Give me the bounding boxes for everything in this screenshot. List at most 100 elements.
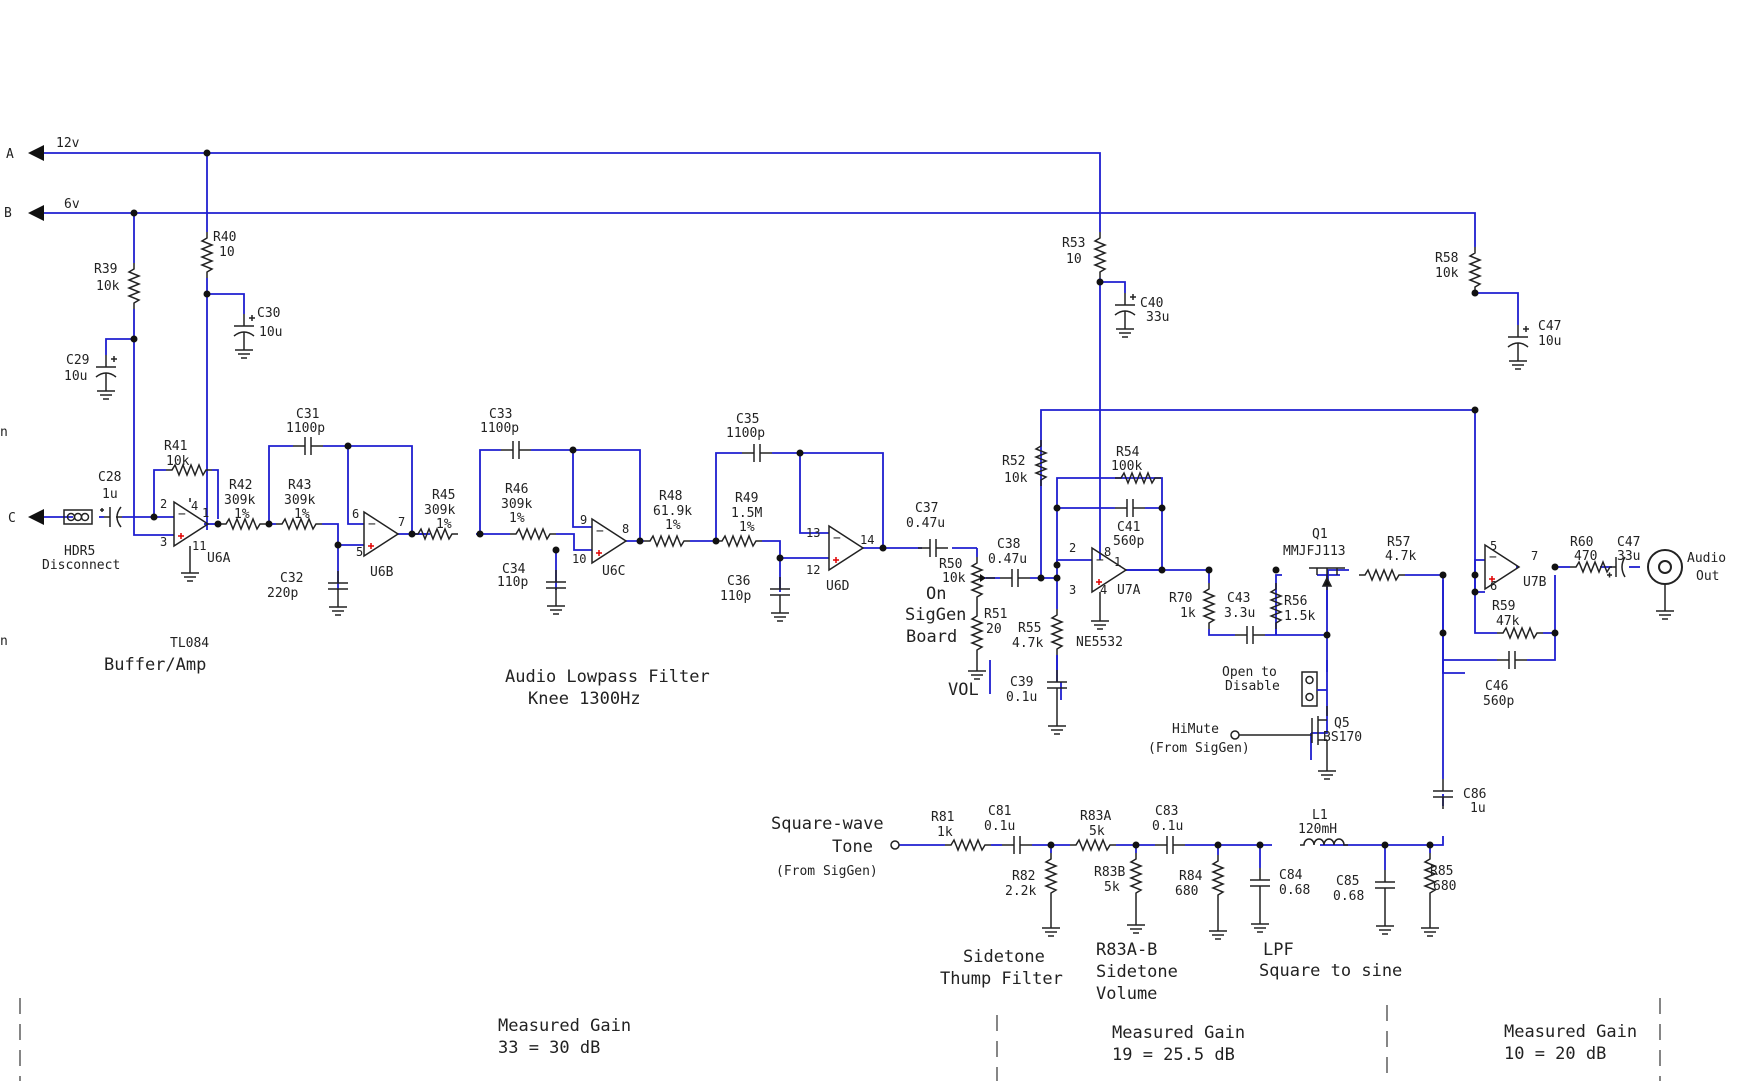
c34-value: 110p xyxy=(497,575,528,590)
sidetone-label: Sidetone xyxy=(963,947,1045,967)
u7a-pin-4: 4 xyxy=(1100,583,1107,597)
q1-jfet xyxy=(1309,567,1345,590)
c47a-symbol xyxy=(1507,324,1530,356)
u7a-label: U7A xyxy=(1117,583,1141,598)
c30-symbol xyxy=(233,313,256,345)
gnd-r82 xyxy=(1041,921,1061,937)
wires xyxy=(42,152,1640,870)
r42-value: 309k xyxy=(224,493,255,508)
gnd-c29 xyxy=(96,384,116,400)
hdr5-note: Disconnect xyxy=(42,558,120,573)
r54-value: 100k xyxy=(1111,459,1142,474)
u6b-pin-5: 5 xyxy=(356,545,363,559)
c81-value: 0.1u xyxy=(984,819,1015,834)
gain-3-title: Measured Gain xyxy=(1504,1022,1637,1042)
himute-src: (From SigGen) xyxy=(1148,741,1250,756)
u6b-pin-6: 6 xyxy=(352,507,359,521)
rail-b-arrow xyxy=(28,205,44,221)
r84-symbol xyxy=(1212,854,1224,902)
rail-a-arrow xyxy=(28,145,44,161)
c30-ref: C30 xyxy=(257,306,280,321)
gnd-c84 xyxy=(1250,917,1270,933)
siggen-label: SigGen xyxy=(905,605,966,625)
c41-value: 560p xyxy=(1113,534,1144,549)
r49-tol: 1% xyxy=(739,520,755,535)
r43-ref: R43 xyxy=(288,478,311,493)
annotation-labels: HDR5 Disconnect On SigGen Board VOL Open… xyxy=(42,544,1726,879)
r56-ref: R56 xyxy=(1284,594,1307,609)
c39-ref: C39 xyxy=(1010,675,1033,690)
pin-frag-2: n xyxy=(0,634,8,649)
gnd-c32 xyxy=(328,600,348,616)
r42-ref: R42 xyxy=(229,478,252,493)
gain-1-title: Measured Gain xyxy=(498,1016,631,1036)
c81-ref: C81 xyxy=(988,804,1011,819)
u6d-symbol xyxy=(828,525,864,571)
audio-label: Audio xyxy=(1687,551,1726,566)
u7b-label: U7B xyxy=(1523,575,1547,590)
c43-value: 3.3u xyxy=(1224,606,1255,621)
c39-value: 0.1u xyxy=(1006,690,1037,705)
pin-frag-1: n xyxy=(0,425,8,440)
u6a-pin-2: 2 xyxy=(160,497,167,511)
c39-symbol xyxy=(1046,669,1068,701)
audio-out-jack xyxy=(1647,549,1683,605)
c37-symbol xyxy=(917,538,949,558)
c31-ref: C31 xyxy=(296,407,319,422)
c38-symbol xyxy=(999,568,1031,588)
sq-wave-label: Square-wave xyxy=(771,814,884,834)
r39-symbol xyxy=(128,262,140,310)
gnd-u6a xyxy=(180,566,200,582)
c35-value: 1100p xyxy=(726,426,765,441)
u7a-pin-8: 8 xyxy=(1104,545,1111,559)
c46-symbol xyxy=(1496,650,1528,670)
disable-label: Disable xyxy=(1225,679,1280,694)
u6a-pin-4: 4 xyxy=(191,499,198,513)
r81-symbol xyxy=(944,839,992,851)
c84-ref: C84 xyxy=(1279,868,1303,883)
r46-value: 309k xyxy=(501,497,532,512)
c36-value: 110p xyxy=(720,589,751,604)
c31-symbol xyxy=(292,436,324,456)
r42-tol: 1% xyxy=(234,507,250,522)
r60-value: 470 xyxy=(1574,549,1597,564)
rail-b-pin: B xyxy=(4,206,12,221)
c41-ref: C41 xyxy=(1117,520,1140,535)
u6b-pin-7: 7 xyxy=(398,515,405,529)
u7b-pin-6: 6 xyxy=(1490,579,1497,593)
r45-value: 309k xyxy=(424,503,455,518)
r53-value: 10 xyxy=(1066,252,1082,267)
gain-3-value: 10 = 20 dB xyxy=(1504,1044,1606,1064)
c35-symbol xyxy=(741,443,773,463)
c40-ref: C40 xyxy=(1140,296,1163,311)
lpf-label: LPF xyxy=(1263,940,1294,960)
component-symbols xyxy=(28,145,1683,940)
disable-jumper xyxy=(1301,671,1318,707)
c30-value: 10u xyxy=(259,325,282,340)
filter-title: Audio Lowpass Filter xyxy=(505,667,710,687)
c84-value: 0.68 xyxy=(1279,883,1310,898)
tone-terminal xyxy=(890,840,900,850)
gnd-c30 xyxy=(234,343,254,359)
gnd-r83b xyxy=(1126,918,1146,934)
c85-ref: C85 xyxy=(1336,874,1359,889)
rail-a-voltage: 12v xyxy=(56,136,80,151)
c28-ref: C28 xyxy=(98,470,121,485)
rail-b-voltage: 6v xyxy=(64,197,80,212)
gnd-c39 xyxy=(1047,719,1067,735)
c47a-ref: C47 xyxy=(1538,319,1561,334)
u6c-pin-10: 10 xyxy=(572,552,586,566)
r51-symbol xyxy=(971,609,983,657)
c46-value: 560p xyxy=(1483,694,1514,709)
r43-tol: 1% xyxy=(294,507,310,522)
r45-ref: R45 xyxy=(432,488,455,503)
c83-value: 0.1u xyxy=(1152,819,1183,834)
component-labels: R39 10k R40 10 C30 10u C29 10u C28 1u R4… xyxy=(64,230,1640,904)
u6a-pin-11: 11 xyxy=(192,539,206,553)
on-label: On xyxy=(926,584,946,604)
u6c-symbol xyxy=(591,518,627,564)
u6b-label: U6B xyxy=(370,565,394,580)
r81-ref: R81 xyxy=(931,810,954,825)
gain-1-value: 33 = 30 dB xyxy=(498,1038,600,1058)
r60-ref: R60 xyxy=(1570,535,1593,550)
